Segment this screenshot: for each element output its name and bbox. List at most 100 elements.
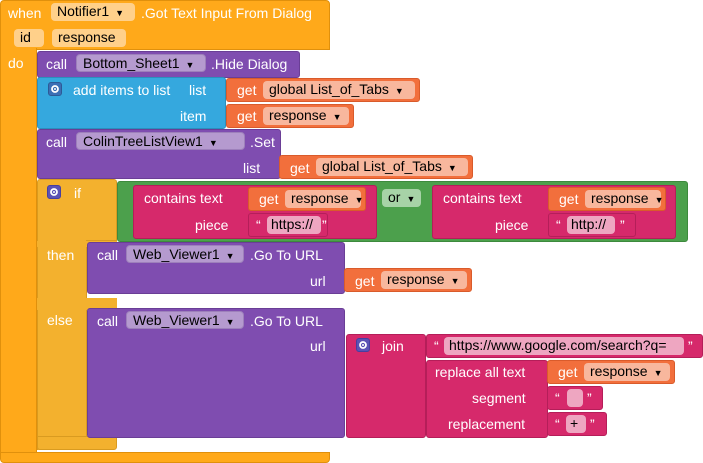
param-id-text: id [20,29,31,45]
quote-close: ” [587,390,592,406]
call-label: call [97,313,119,329]
chevron-down-icon: ▼ [185,60,195,70]
if-block-then-row [37,241,117,247]
mutator-gear-icon[interactable] [47,185,61,199]
quote-open: “ [434,338,439,354]
chevron-down-icon: ▼ [394,86,404,96]
var-dropdown[interactable]: response ▼ [584,363,670,381]
var-name: global List_of_Tabs [269,81,389,97]
var-dropdown[interactable]: response ▼ [381,271,467,289]
hide-dialog-method: .Hide Dialog [211,56,288,72]
quote-close: ” [590,416,595,432]
text-value[interactable]: https://www.google.com/search?q= [444,337,684,355]
mutator-gear-icon[interactable] [48,82,62,96]
contains-text-label: contains text [144,190,223,206]
var-name: global List_of_Tabs [322,158,442,174]
do-label: do [8,55,24,71]
event-block-side [0,48,37,458]
quote-close: ” [688,338,693,354]
piece-label: piece [495,217,529,233]
param-response[interactable]: response [52,29,126,47]
text-value[interactable] [567,389,583,407]
get-label: get [355,273,375,289]
chevron-down-icon: ▼ [450,276,460,286]
add-items-list-label: list [189,82,207,98]
event-component-label: Notifier1 [57,3,110,19]
listview-label: ColinTreeListView1 [83,133,203,149]
var-name: response [591,190,649,206]
text-value[interactable]: + [566,415,586,433]
var-dropdown[interactable]: response ▼ [585,190,664,208]
var-dropdown[interactable]: response ▼ [285,190,364,208]
get-label: get [237,108,257,124]
if-block-side [37,240,87,450]
else-goto-url-block[interactable] [87,308,345,438]
url-label: url [310,273,326,289]
chevron-down-icon: ▼ [654,195,664,205]
chevron-down-icon: ▼ [208,138,218,148]
if-block-bottom [37,436,117,450]
event-name: .Got Text Input From Dialog [141,5,312,21]
set-call-label: call [46,134,68,150]
call-label: call [97,247,119,263]
segment-label: segment [472,390,526,406]
quote-open: “ [555,416,560,432]
set-list-label: list [243,160,261,176]
quote-open: “ [256,217,261,233]
if-label: if [74,185,81,201]
webviewer-label: Web_Viewer1 [133,246,220,262]
chevron-down-icon: ▼ [406,194,416,204]
else-label: else [47,312,73,328]
chevron-down-icon: ▼ [653,368,663,378]
var-name: response [291,190,349,206]
or-dropdown[interactable]: or ▼ [382,189,421,207]
chevron-down-icon: ▼ [115,8,125,18]
text-value-label: https://www.google.com/search?q= [449,337,667,353]
var-name: response [387,271,445,287]
var-dropdown[interactable]: global List_of_Tabs▼ [316,158,468,176]
var-dropdown[interactable]: response ▼ [263,107,349,125]
text-value-label: http:// [571,216,607,232]
text-value-label: https:// [271,216,314,232]
join-label: join [382,338,404,354]
quote-open: “ [555,390,560,406]
goto-url-method: .Go To URL [250,247,323,263]
replacement-label: replacement [448,416,526,432]
event-component-dropdown[interactable]: Notifier1 ▼ [51,3,135,21]
quote-close: ” [322,217,327,233]
if-block-else-row [37,298,117,310]
when-label: when [8,5,42,21]
chevron-down-icon: ▼ [225,251,235,261]
quote-close: ” [620,217,625,233]
listview-dropdown[interactable]: ColinTreeListView1 ▼ [76,132,245,150]
replace-label: replace all text [435,364,526,380]
bottom-sheet-label: Bottom_Sheet1 [83,55,180,71]
piece-label: piece [195,217,229,233]
bottom-sheet-dropdown[interactable]: Bottom_Sheet1 ▼ [76,54,206,72]
add-items-item-label: item [180,108,207,124]
webviewer-dropdown[interactable]: Web_Viewer1 ▼ [126,245,244,263]
var-dropdown[interactable]: global List_of_Tabs ▼ [263,81,415,99]
chevron-down-icon: ▼ [332,112,342,122]
text-value[interactable]: https:// [267,216,321,234]
get-label: get [290,160,310,176]
chevron-down-icon: ▼ [354,195,364,205]
var-name: response [590,363,648,379]
contains-text-label: contains text [443,190,522,206]
add-items-label: add items to list [73,82,171,98]
param-id-label: id [14,29,44,47]
event-block-bottom [0,452,330,463]
get-label: get [237,82,257,98]
mutator-gear-icon[interactable] [356,338,370,352]
then-label: then [47,247,75,263]
get-label: get [558,364,578,380]
or-label: or [388,189,401,205]
text-value[interactable]: http:// [567,216,615,234]
quote-open: “ [556,217,561,233]
webviewer-dropdown[interactable]: Web_Viewer1▼ [126,311,244,329]
add-items-block[interactable] [37,77,226,129]
var-name: response [269,107,327,123]
chevron-down-icon: ▼ [225,317,235,327]
param-response-text: response [58,29,116,45]
replace-all-block[interactable] [426,360,548,438]
